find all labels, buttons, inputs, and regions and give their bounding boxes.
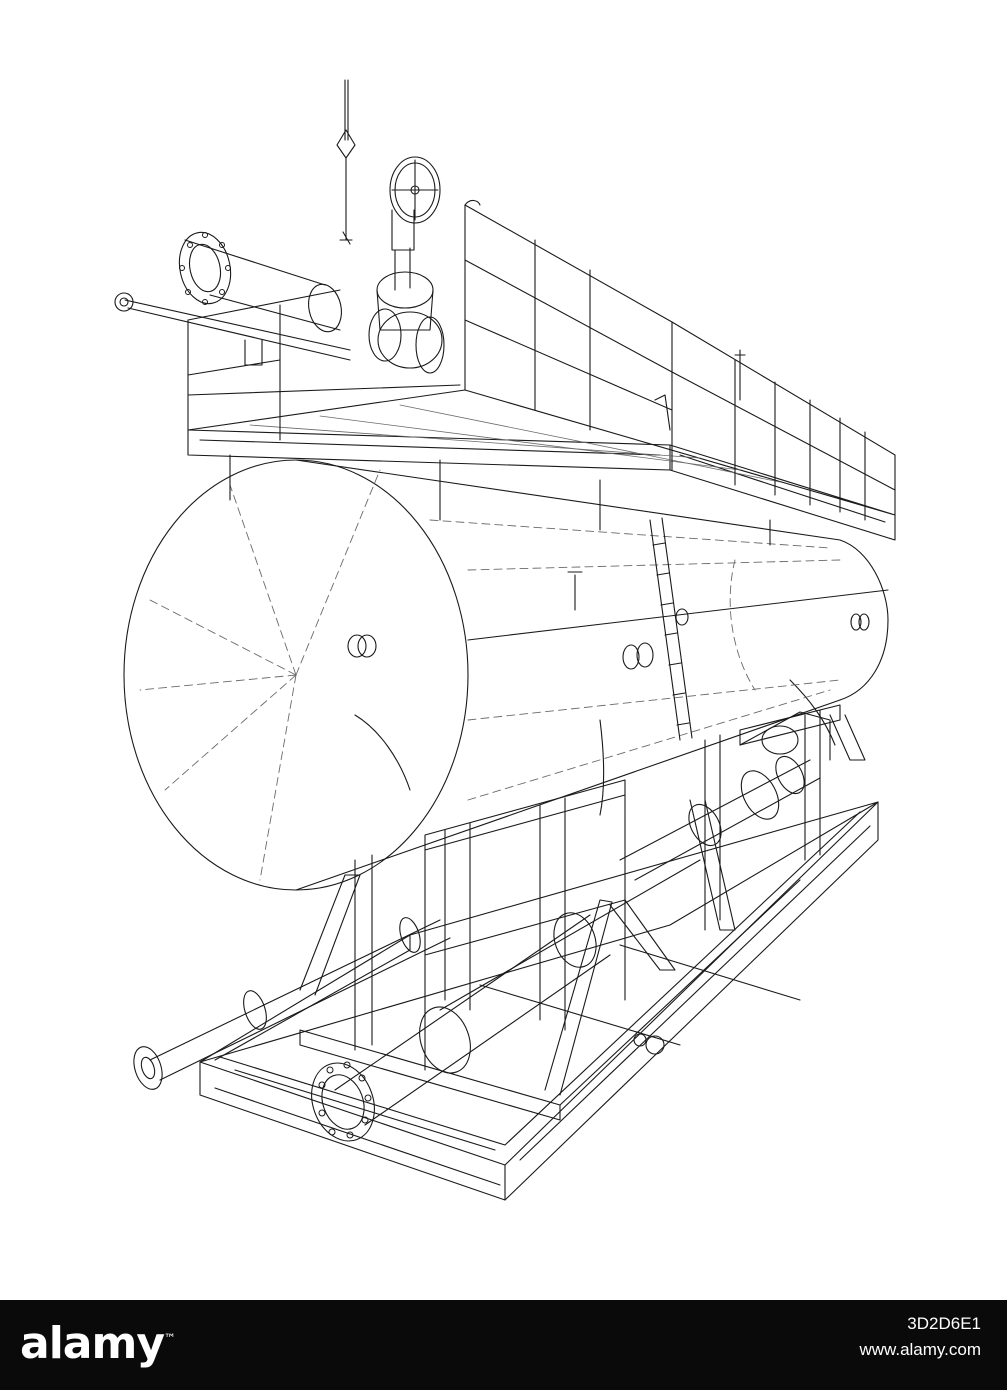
site-url: www.alamy.com: [859, 1340, 981, 1359]
alamy-logo: alamy™: [20, 1318, 176, 1369]
base-skid: [199, 801, 879, 1201]
support-frame: [299, 679, 866, 1096]
top-platform: [187, 199, 896, 546]
footer-bar: alamy™ 3D2D6E1 www.alamy.com: [0, 1300, 1007, 1390]
top-valve-assembly: [114, 79, 746, 431]
wireframe-drawing: [114, 79, 896, 1201]
tank-wireframe-svg: [114, 79, 896, 1201]
trademark-mark: ™: [164, 1331, 176, 1346]
horizontal-tank: [123, 459, 889, 891]
logo-text: alamy: [20, 1318, 165, 1369]
image-id: 3D2D6E1: [907, 1314, 981, 1333]
lower-piping: [133, 711, 831, 1142]
